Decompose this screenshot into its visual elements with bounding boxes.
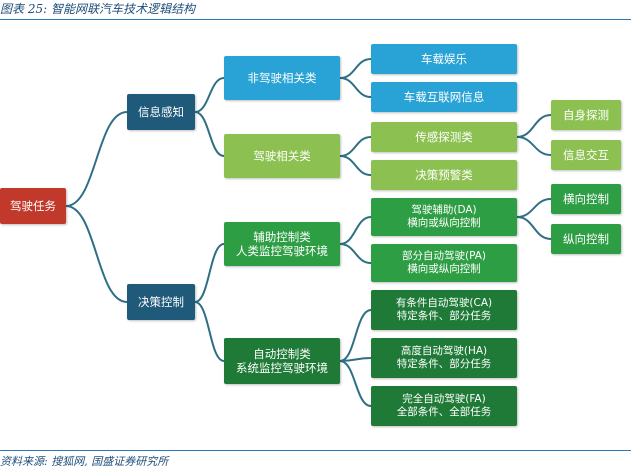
node-vehicle-internet-info-label: 车载互联网信息 (403, 90, 485, 104)
connector-assist-control-to-da (339, 216, 372, 245)
node-lateral-control: 横向控制 (551, 184, 621, 214)
connector-decision-control-to-auto-control (194, 301, 225, 362)
node-driving-related-label: 驾驶相关类 (253, 149, 311, 163)
node-assist-control-line1: 辅助控制类 (253, 230, 311, 244)
connector-assist-control-to-pa (339, 243, 372, 264)
node-fa-line1: 完全自动驾驶(FA) (402, 393, 486, 405)
node-pa-line2: 横向或纵向控制 (407, 263, 481, 275)
connector-info-perception-to-non-driving-related (194, 77, 225, 113)
node-self-detection: 自身探测 (551, 100, 621, 130)
connector-non-driving-related-to-infotainment (339, 58, 372, 79)
source-rule (0, 450, 631, 451)
connector-driving-task-to-info-perception (65, 111, 128, 207)
node-ca: 有条件自动驾驶(CA) 特定条件、部分任务 (371, 290, 517, 330)
node-da-line2: 横向或纵向控制 (407, 217, 481, 229)
connector-driving-task-to-decision-control (65, 205, 128, 303)
node-info-perception-label: 信息感知 (138, 105, 184, 119)
connector-driving-related-to-decision-warning (339, 155, 372, 176)
node-fa-line2: 全部条件、全部任务 (396, 406, 492, 418)
connector-decision-control-to-assist-control (194, 243, 225, 303)
node-vehicle-internet-info: 车载互联网信息 (371, 82, 517, 112)
node-da-line1: 驾驶辅助(DA) (411, 204, 477, 216)
connector-sensing-detection-to-info-interaction (516, 136, 552, 156)
node-pa: 部分自动驾驶(PA) 横向或纵向控制 (371, 244, 517, 282)
node-lateral-control-label: 横向控制 (563, 192, 609, 206)
node-self-detection-label: 自身探测 (563, 108, 609, 122)
node-info-perception: 信息感知 (127, 94, 195, 130)
node-auto-control-line2: 系统监控驾驶环境 (236, 361, 328, 375)
node-auto-control: 自动控制类 系统监控驾驶环境 (224, 338, 340, 384)
node-sensing-detection: 传感探测类 (371, 122, 517, 152)
node-sensing-detection-label: 传感探测类 (415, 130, 473, 144)
figure-caption: 图表 25: 智能网联汽车技术逻辑结构 (0, 2, 195, 16)
node-ha: 高度自动驾驶(HA) 特定条件、部分任务 (371, 338, 517, 378)
node-fa: 完全自动驾驶(FA) 全部条件、全部任务 (371, 386, 517, 426)
node-non-driving-related: 非驾驶相关类 (224, 56, 340, 100)
connector-auto-control-to-ca (339, 309, 372, 362)
node-auto-control-line1: 自动控制类 (253, 347, 311, 361)
source-note: 资料来源: 搜狐网, 国盛证券研究所 (0, 455, 169, 468)
node-infotainment: 车载娱乐 (371, 44, 517, 74)
node-ha-line2: 特定条件、部分任务 (396, 358, 492, 370)
tech-logic-diagram: 驾驶任务 信息感知 决策控制 非驾驶相关类 驾驶相关类 辅助控制类 人类监控驾驶… (0, 36, 631, 432)
node-driving-related: 驾驶相关类 (224, 134, 340, 178)
node-ca-line2: 特定条件、部分任务 (396, 310, 492, 322)
connector-driving-related-to-sensing-detection (339, 136, 372, 157)
node-assist-control-line2: 人类监控驾驶环境 (236, 244, 328, 258)
node-decision-control: 决策控制 (127, 284, 195, 320)
connector-info-perception-to-driving-related (194, 111, 225, 157)
node-assist-control: 辅助控制类 人类监控驾驶环境 (224, 222, 340, 266)
node-infotainment-label: 车载娱乐 (421, 52, 467, 66)
connector-sensing-detection-to-self-detection (516, 114, 552, 138)
caption-rule (0, 19, 631, 20)
node-info-interaction: 信息交互 (551, 140, 621, 170)
connector-lines (65, 58, 552, 407)
connector-da-to-lateral-control (516, 198, 552, 218)
node-non-driving-related-label: 非驾驶相关类 (247, 71, 317, 85)
node-pa-line1: 部分自动驾驶(PA) (401, 250, 487, 262)
connector-auto-control-to-fa (339, 360, 372, 407)
connector-non-driving-related-to-vehicle-internet-info (339, 77, 372, 98)
node-ha-line1: 高度自动驾驶(HA) (400, 345, 488, 357)
node-longitudinal-control-label: 纵向控制 (563, 232, 609, 246)
node-driving-task-label: 驾驶任务 (10, 199, 56, 213)
node-decision-control-label: 决策控制 (138, 295, 184, 309)
node-longitudinal-control: 纵向控制 (551, 224, 621, 254)
node-info-interaction-label: 信息交互 (563, 148, 609, 162)
node-da: 驾驶辅助(DA) 横向或纵向控制 (371, 198, 517, 236)
node-driving-task: 驾驶任务 (0, 188, 66, 224)
node-decision-warning-label: 决策预警类 (415, 168, 473, 182)
connector-da-to-longitudinal-control (516, 216, 552, 240)
node-ca-line1: 有条件自动驾驶(CA) (395, 297, 493, 309)
node-decision-warning: 决策预警类 (371, 160, 517, 190)
